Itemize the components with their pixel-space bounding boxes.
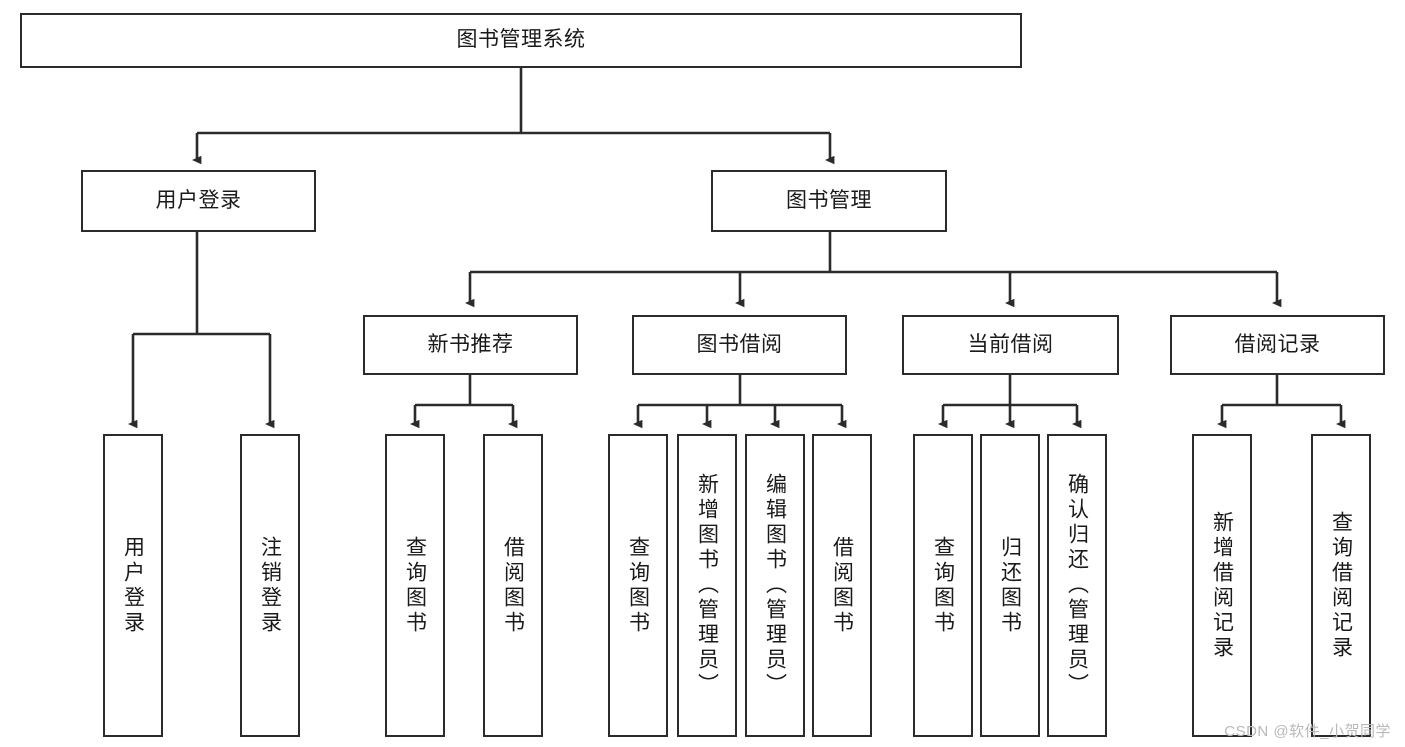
leaf-edit-book-admin[interactable]: 编辑图书（管理员） [745,434,805,737]
leaf-query-book-borrow-label: 查询图书 [626,535,650,636]
node-root-label: 图书管理系统 [456,28,586,52]
leaf-user-login[interactable]: 用户登录 [103,434,163,737]
node-user-login[interactable]: 用户登录 [81,170,316,232]
node-user-login-label: 用户登录 [155,188,242,212]
leaf-query-book-current-label: 查询图书 [931,535,955,636]
leaf-edit-book-admin-label: 编辑图书（管理员） [763,473,787,698]
leaf-query-borrow-record[interactable]: 查询借阅记录 [1311,434,1371,737]
leaf-add-borrow-record-label: 新增借阅记录 [1210,510,1234,661]
node-book-management[interactable]: 图书管理 [711,170,947,232]
node-book-borrow-label: 图书借阅 [696,332,783,356]
node-current-borrow[interactable]: 当前借阅 [902,315,1119,375]
leaf-user-login-label: 用户登录 [121,535,145,636]
leaf-return-book[interactable]: 归还图书 [980,434,1040,737]
node-borrow-record[interactable]: 借阅记录 [1170,315,1385,375]
leaf-query-book-new[interactable]: 查询图书 [385,434,445,737]
leaf-query-book-current[interactable]: 查询图书 [913,434,973,737]
leaf-borrow-book[interactable]: 借阅图书 [812,434,872,737]
leaf-confirm-return-admin-label: 确认归还（管理员） [1065,473,1089,698]
leaf-borrow-book-new[interactable]: 借阅图书 [483,434,543,737]
leaf-query-borrow-record-label: 查询借阅记录 [1329,510,1353,661]
leaf-logout-label: 注销登录 [258,535,282,636]
node-root[interactable]: 图书管理系统 [20,13,1022,68]
node-new-book-recommend[interactable]: 新书推荐 [363,315,578,375]
leaf-borrow-book-label: 借阅图书 [830,535,854,636]
leaf-borrow-book-new-label: 借阅图书 [501,535,525,636]
leaf-logout[interactable]: 注销登录 [240,434,300,737]
leaf-query-book-borrow[interactable]: 查询图书 [608,434,668,737]
leaf-add-book-admin-label: 新增图书（管理员） [695,473,719,698]
node-book-management-label: 图书管理 [786,188,872,212]
leaf-add-borrow-record[interactable]: 新增借阅记录 [1192,434,1252,737]
node-new-book-recommend-label: 新书推荐 [427,332,514,356]
leaf-add-book-admin[interactable]: 新增图书（管理员） [677,434,737,737]
leaf-query-book-new-label: 查询图书 [403,535,427,636]
node-borrow-record-label: 借阅记录 [1234,332,1321,356]
node-current-borrow-label: 当前借阅 [967,332,1054,356]
node-book-borrow[interactable]: 图书借阅 [632,315,847,375]
leaf-confirm-return-admin[interactable]: 确认归还（管理员） [1047,434,1107,737]
watermark: CSDN @软件_小贺同学 [1224,723,1391,740]
leaf-return-book-label: 归还图书 [998,535,1022,636]
